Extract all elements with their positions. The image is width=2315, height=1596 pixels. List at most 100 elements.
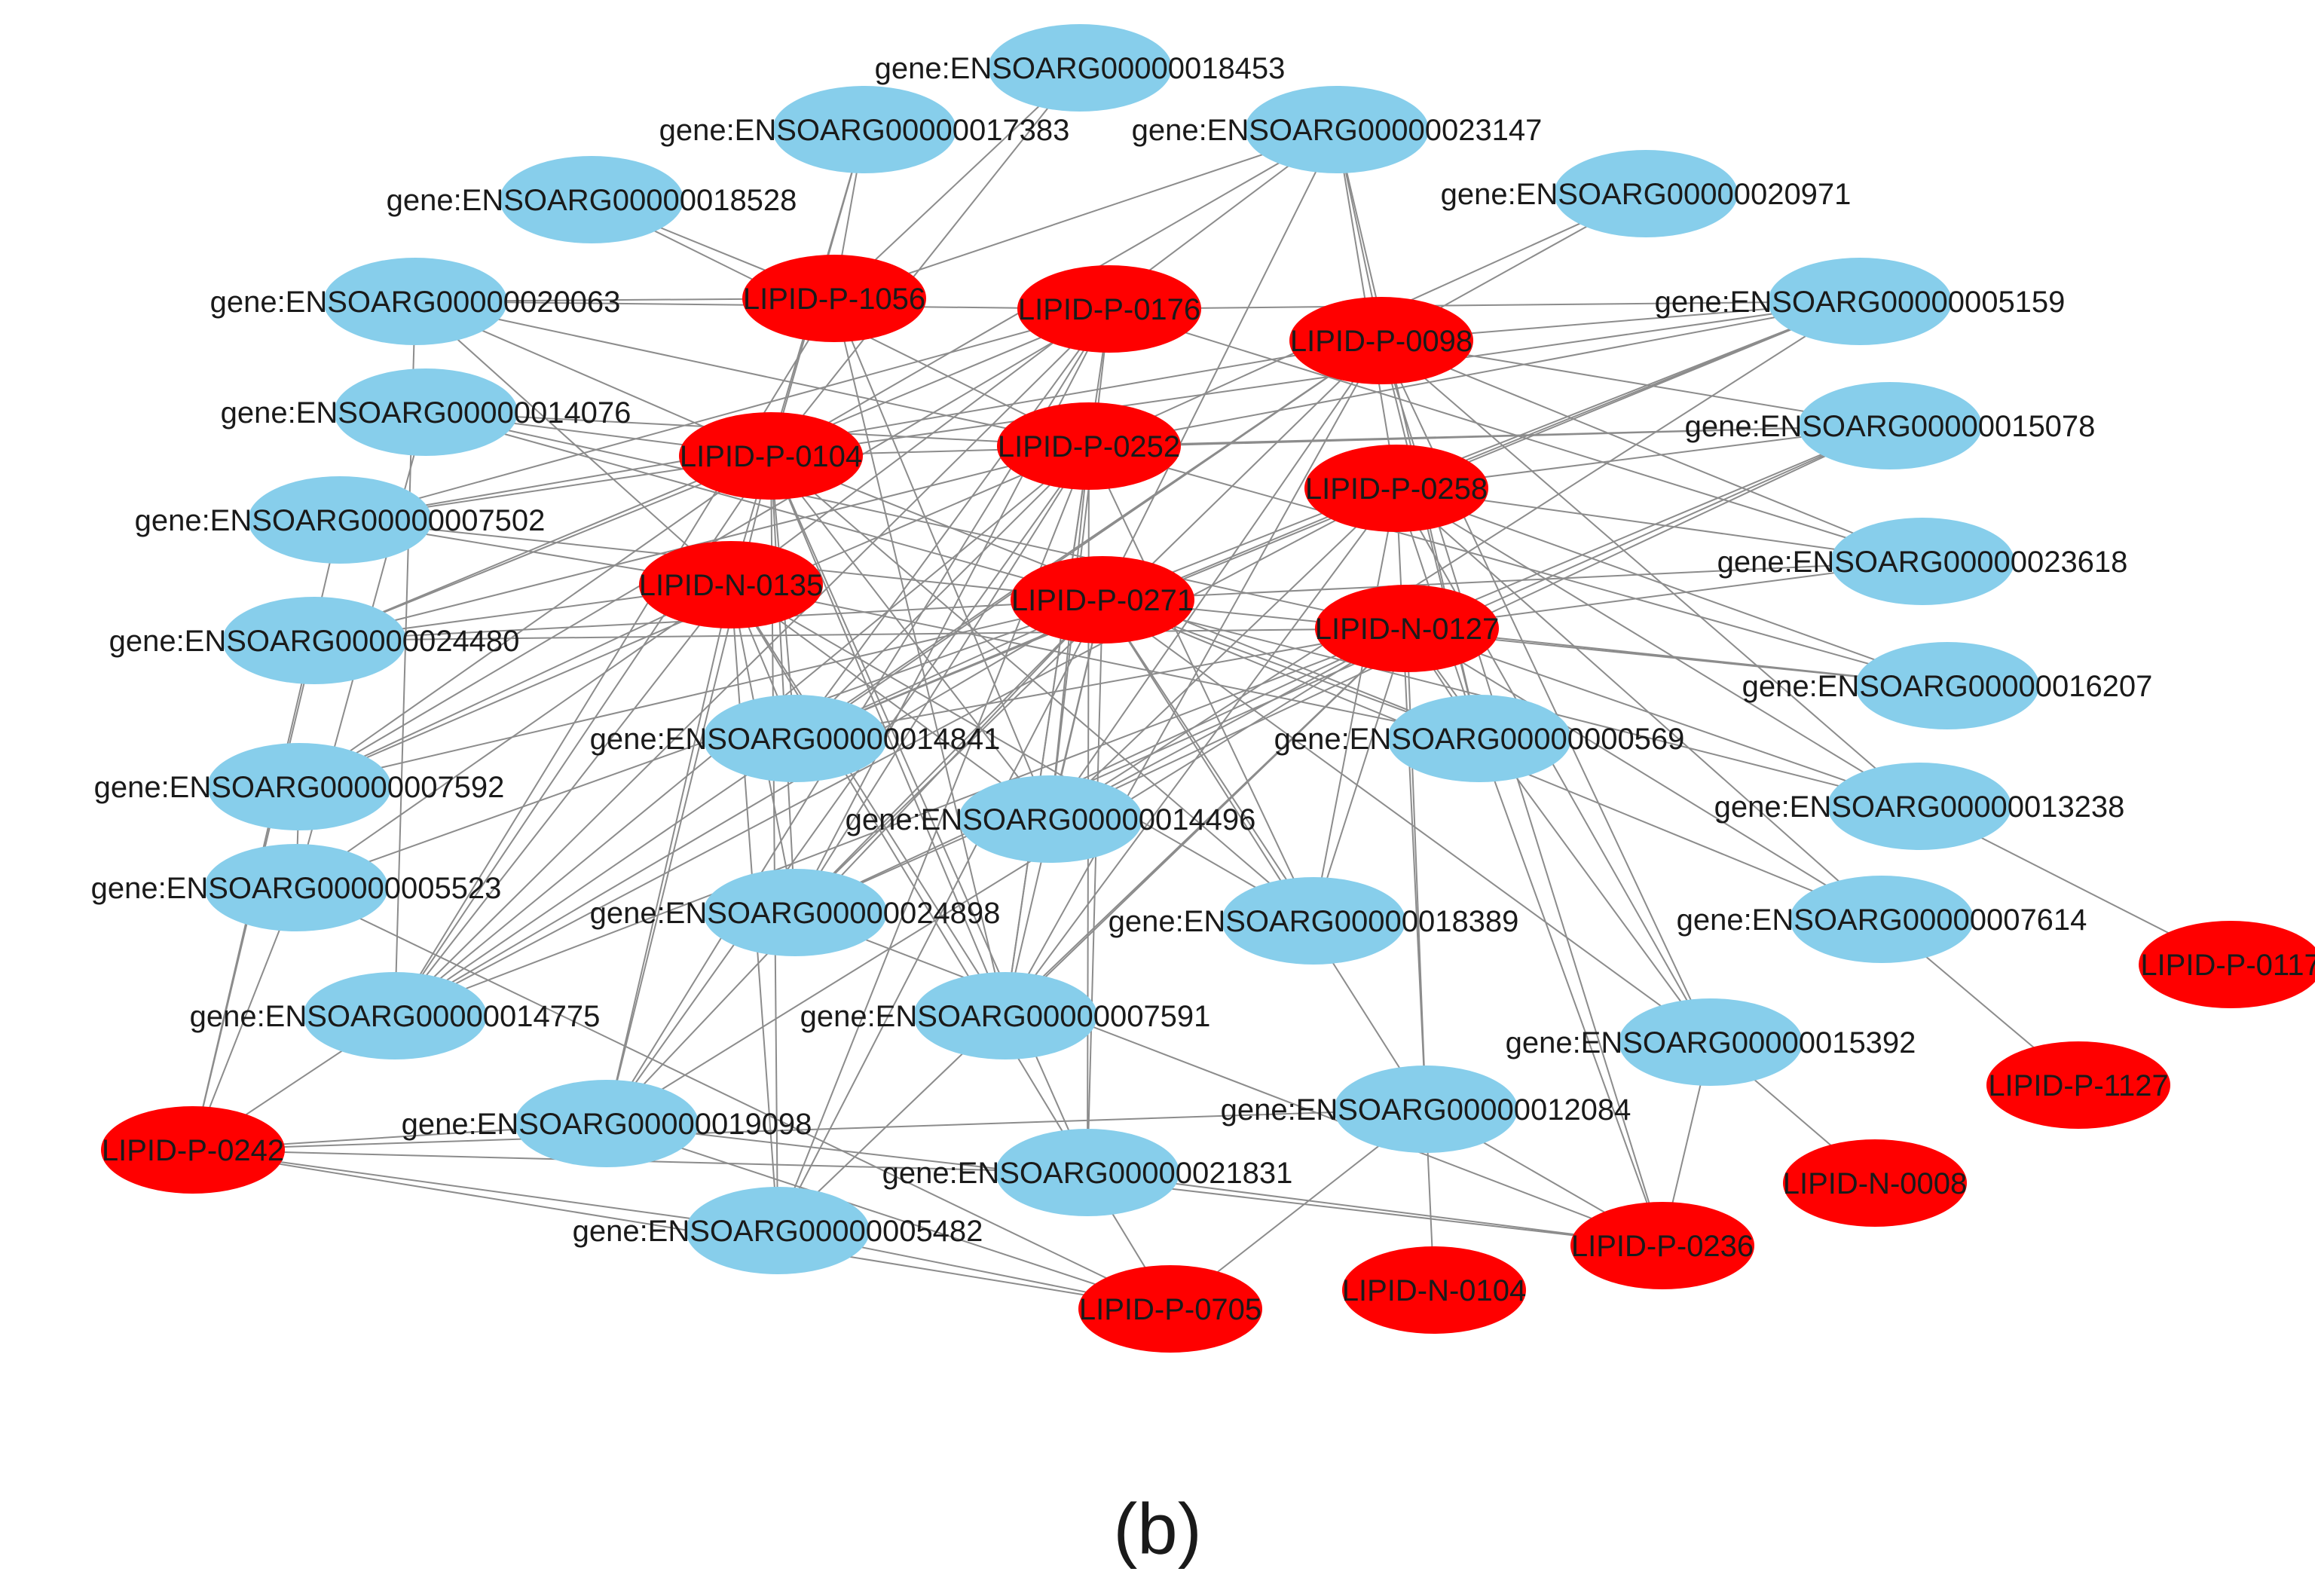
node-label: gene:ENSOARG00000007592 — [94, 771, 505, 804]
gene-node-ellipse — [1827, 763, 2011, 850]
edge-g24480-p0252 — [313, 445, 1090, 641]
gene-node-g05159: gene:ENSOARG00000005159 — [1655, 258, 2065, 345]
lipid-node-p0705: LIPID-P-0705 — [1078, 1265, 1262, 1353]
gene-node-g05523: gene:ENSOARG00000005523 — [91, 844, 502, 931]
edge-g14775-p0098 — [394, 340, 1382, 1017]
lipid-node-ellipse — [1011, 556, 1194, 644]
edge-g20063-n0135 — [414, 301, 732, 586]
gene-node-g18389: gene:ENSOARG00000018389 — [1109, 877, 1518, 965]
gene-node-g07591: gene:ENSOARG00000007591 — [800, 972, 1211, 1059]
node-label: LIPID-P-0242 — [102, 1134, 284, 1167]
node-label: gene:ENSOARG00000020971 — [1441, 178, 1852, 211]
gene-node-ellipse — [207, 743, 391, 830]
edge-g14496-p0098 — [1050, 340, 1382, 820]
node-label: LIPID-P-1127 — [1988, 1069, 2168, 1102]
node-label: gene:ENSOARG00000007591 — [800, 1000, 1211, 1033]
gene-node-g20971: gene:ENSOARG00000020971 — [1441, 150, 1852, 237]
gene-node-ellipse — [1830, 518, 2014, 605]
lipid-node-n0127: LIPID-N-0127 — [1315, 585, 1499, 672]
gene-node-g07614: gene:ENSOARG00000007614 — [1677, 876, 2087, 963]
edge-g05159-p0104 — [770, 301, 1861, 457]
gene-node-ellipse — [1619, 998, 1803, 1086]
edge-g07614-p0258 — [1396, 488, 1882, 920]
lipid-node-p0098: LIPID-P-0098 — [1289, 297, 1473, 384]
gene-node-ellipse — [323, 258, 507, 345]
lipid-node-ellipse — [742, 255, 926, 342]
node-label: LIPID-P-1056 — [743, 283, 925, 316]
node-label: gene:ENSOARG00000014775 — [190, 1000, 601, 1033]
gene-node-ellipse — [1798, 382, 1982, 469]
edge-p0236-g00569 — [1479, 738, 1663, 1246]
edge-g00569-p0098 — [1381, 340, 1480, 739]
node-label: LIPID-P-0271 — [1011, 584, 1194, 617]
lipid-node-ellipse — [101, 1106, 285, 1194]
gene-node-ellipse — [959, 775, 1142, 863]
lipid-node-n0104: LIPID-N-0104 — [1342, 1246, 1526, 1334]
edge-g07592-n0135 — [298, 584, 732, 787]
gene-node-ellipse — [334, 368, 518, 456]
node-label: gene:ENSOARG00000015392 — [1506, 1026, 1916, 1059]
gene-node-ellipse — [515, 1080, 699, 1167]
lipid-node-ellipse — [1570, 1202, 1754, 1289]
gene-node-g15392: gene:ENSOARG00000015392 — [1506, 998, 1916, 1086]
lipid-node-ellipse — [1342, 1246, 1526, 1334]
edge-g14841-p0252 — [794, 445, 1090, 739]
node-label: gene:ENSOARG00000014076 — [221, 396, 632, 430]
edge-g21831-p0236 — [1087, 1172, 1663, 1246]
edge-g21831-n0135 — [730, 584, 1088, 1173]
edge-g18389-n0135 — [730, 584, 1314, 922]
edge-g20063-p0252 — [414, 301, 1090, 447]
gene-node-ellipse — [248, 476, 432, 564]
edge-g14496-p0258 — [1050, 488, 1397, 820]
edge-g14775-n0127 — [394, 628, 1408, 1017]
edge-g05482-p0242 — [192, 1149, 778, 1231]
node-label: gene:ENSOARG00000015078 — [1685, 410, 2096, 443]
edge-g14775-p0271 — [394, 599, 1103, 1017]
edge-g16207-n0127 — [1406, 628, 1948, 686]
lipid-node-n0135: LIPID-N-0135 — [639, 541, 824, 628]
node-label: LIPID-P-0252 — [998, 430, 1180, 463]
gene-node-ellipse — [988, 24, 1172, 112]
gene-node-ellipse — [1855, 642, 2039, 729]
edge-g13238-p0258 — [1396, 488, 1920, 807]
node-label: LIPID-P-0176 — [1018, 293, 1200, 326]
edge-g24898-p0252 — [794, 445, 1090, 913]
edge-g05159-g14841 — [794, 301, 1861, 739]
gene-node-g00569: gene:ENSOARG00000000569 — [1274, 695, 1684, 782]
lipid-node-p0252: LIPID-P-0252 — [997, 402, 1181, 490]
gene-node-g16207: gene:ENSOARG00000016207 — [1742, 642, 2152, 729]
edge-g16207-p0258 — [1396, 488, 1948, 686]
edge-g05159-g14496 — [1050, 301, 1861, 820]
node-label: LIPID-N-0135 — [639, 569, 824, 602]
node-label: gene:ENSOARG00000012084 — [1221, 1093, 1632, 1127]
edge-g18453-p0104 — [770, 67, 1081, 457]
edge-g05523-p0705 — [295, 887, 1171, 1310]
edge-g07592-p0104 — [298, 455, 772, 787]
node-label: gene:ENSOARG00000005523 — [91, 872, 502, 905]
edge-g15078-n0127 — [1406, 425, 1891, 629]
edge-g05482-p0271 — [777, 599, 1103, 1231]
edge-g07591-p0104 — [770, 455, 1006, 1017]
edge-g14775-n0135 — [394, 584, 732, 1017]
gene-node-g23147: gene:ENSOARG00000023147 — [1132, 86, 1542, 173]
edge-g24480-p0104 — [313, 455, 772, 641]
gene-node-ellipse — [1222, 877, 1405, 965]
node-label: LIPID-N-0008 — [1783, 1167, 1968, 1200]
gene-node-g15078: gene:ENSOARG00000015078 — [1685, 382, 2096, 469]
gene-node-ellipse — [772, 86, 956, 173]
edge-g15392-p0271 — [1102, 599, 1711, 1043]
edge-g07591-p1056 — [833, 298, 1006, 1017]
gene-node-g05482: gene:ENSOARG00000005482 — [573, 1187, 983, 1274]
gene-node-ellipse — [222, 597, 406, 684]
node-label: gene:ENSOARG00000007502 — [135, 504, 546, 537]
edge-g15392-p0258 — [1396, 488, 1711, 1043]
edge-g21831-p0271 — [1087, 599, 1103, 1173]
node-label: gene:ENSOARG00000024480 — [109, 625, 520, 658]
lipid-node-ellipse — [1986, 1041, 2170, 1129]
gene-node-ellipse — [703, 695, 887, 782]
lipid-node-ellipse — [639, 541, 823, 628]
edge-g19098-n0135 — [606, 584, 732, 1124]
edge-g14496-n0135 — [730, 584, 1051, 820]
gene-node-g19098: gene:ENSOARG00000019098 — [402, 1080, 812, 1167]
edge-g12084-p0271 — [1102, 599, 1427, 1110]
